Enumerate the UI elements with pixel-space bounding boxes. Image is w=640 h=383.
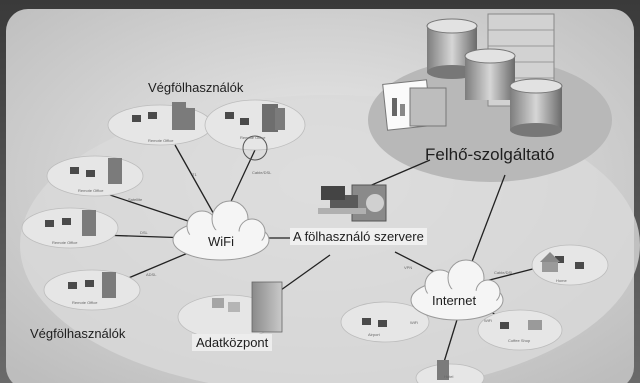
link-label-dsl: DSL <box>140 230 148 235</box>
link-label-satellite: Satellite <box>128 197 143 202</box>
office-devices <box>45 102 584 380</box>
datacenter-label: Adatközpont <box>192 334 273 351</box>
link-label-t1: T1 <box>192 172 197 177</box>
site-label-remote-office: Remote Office <box>78 188 104 193</box>
link-label-wifi: WiFi <box>484 318 492 323</box>
link-label-cable-dsl: Cable/DSL <box>252 170 272 175</box>
site-label-remote-office: Remote Office <box>148 138 174 143</box>
site-label-remote-office: Remote Office <box>72 300 98 305</box>
link-label-vpn: VPN <box>404 265 413 270</box>
user-server-label: A fölhasználó szervere <box>290 228 427 245</box>
end-users-top-label: Végfölhasználók <box>148 80 244 95</box>
internet-label: Internet <box>432 293 477 308</box>
site-label-home: Home <box>556 278 567 283</box>
site-label-coffee-shop: Coffee Shop <box>508 338 531 343</box>
site-label-remote-office: Remote Office <box>52 240 78 245</box>
datacenter-rack <box>212 281 283 333</box>
link-label-cable-dsl: Cable/DSL <box>494 270 514 275</box>
end-users-bottom-label: Végfölhasználók <box>30 326 126 341</box>
site-label-remote-office: Remote Office <box>240 135 266 140</box>
internet-cloud <box>410 259 504 321</box>
link-label-wifi: WiFi <box>410 320 418 325</box>
user-server-machines <box>318 184 387 222</box>
link-label-adsl: ADSL <box>146 272 157 277</box>
wifi-label: WiFi <box>208 234 234 249</box>
cloud-provider-servers <box>382 13 563 137</box>
site-label-airport: Airport <box>368 332 380 337</box>
wifi-cloud <box>172 200 270 261</box>
site-label-hotel: Hotel <box>444 374 454 379</box>
cloud-provider-label: Felhő-szolgáltató <box>425 145 555 164</box>
